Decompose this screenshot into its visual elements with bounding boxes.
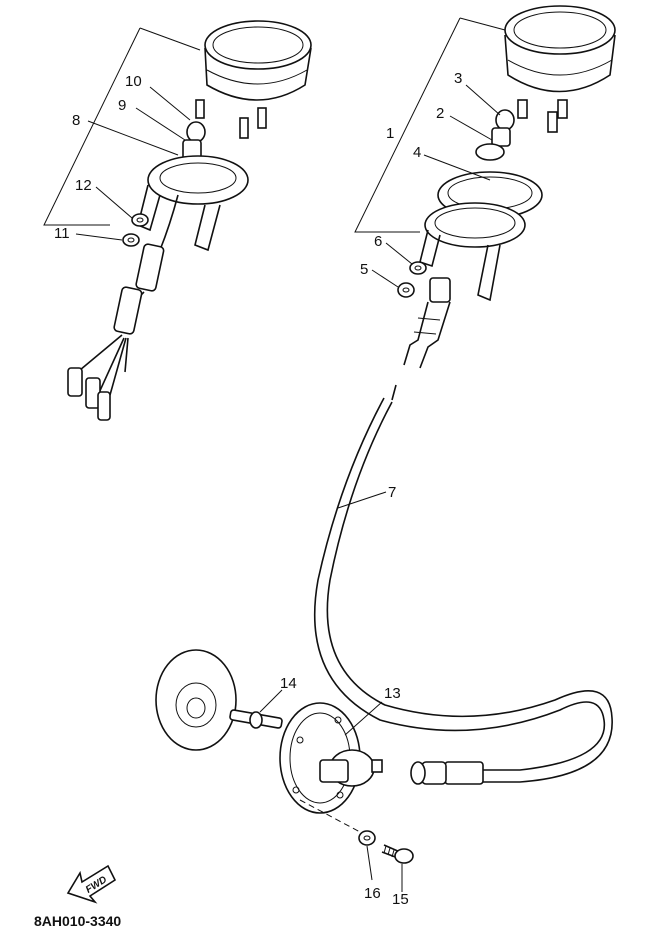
callout-9: 9	[118, 97, 126, 114]
fwd-arrow-icon: FWD	[66, 864, 117, 904]
left-assembly	[43, 20, 312, 421]
dashed-guide	[299, 799, 361, 833]
left-bulb	[182, 121, 206, 161]
left-nut-12	[131, 213, 149, 227]
callout-8: 8	[72, 112, 80, 129]
callout-6: 6	[374, 233, 382, 250]
leader-lines	[75, 84, 501, 892]
left-gauge-body	[195, 20, 312, 139]
callout-2: 2	[436, 105, 444, 122]
speedometer-cable	[313, 384, 613, 785]
diagram-code: 8AH010-3340	[34, 913, 121, 929]
meter-gear-assembly	[279, 702, 383, 814]
callout-12: 12	[75, 177, 92, 194]
right-bulb	[475, 109, 515, 161]
callout-13: 13	[384, 685, 401, 702]
callout-15: 15	[392, 891, 409, 908]
callout-5: 5	[360, 261, 368, 278]
washer	[358, 830, 376, 846]
left-nut-11	[122, 233, 140, 247]
right-nut-6	[409, 261, 427, 275]
left-group-bracket	[43, 27, 141, 226]
callout-14: 14	[280, 675, 297, 692]
left-wire-harness	[67, 194, 179, 421]
screw	[381, 844, 414, 864]
callout-10: 10	[125, 73, 142, 90]
right-assembly	[354, 5, 616, 369]
wheel-disc	[155, 649, 237, 751]
cable-upper-fitting	[403, 277, 451, 369]
callout-11: 11	[54, 225, 70, 242]
axle-pin	[229, 709, 283, 729]
callout-3: 3	[454, 70, 462, 87]
callout-4: 4	[413, 144, 421, 161]
right-gauge-body	[504, 5, 616, 133]
cable-lower-fitting	[410, 761, 484, 785]
callout-7: 7	[388, 484, 396, 501]
right-bracket	[419, 171, 543, 302]
left-bracket	[137, 155, 249, 252]
callout-1: 1	[386, 125, 394, 142]
callout-16: 16	[364, 885, 381, 902]
right-nut-5	[397, 282, 415, 298]
right-group-bracket	[354, 17, 461, 233]
